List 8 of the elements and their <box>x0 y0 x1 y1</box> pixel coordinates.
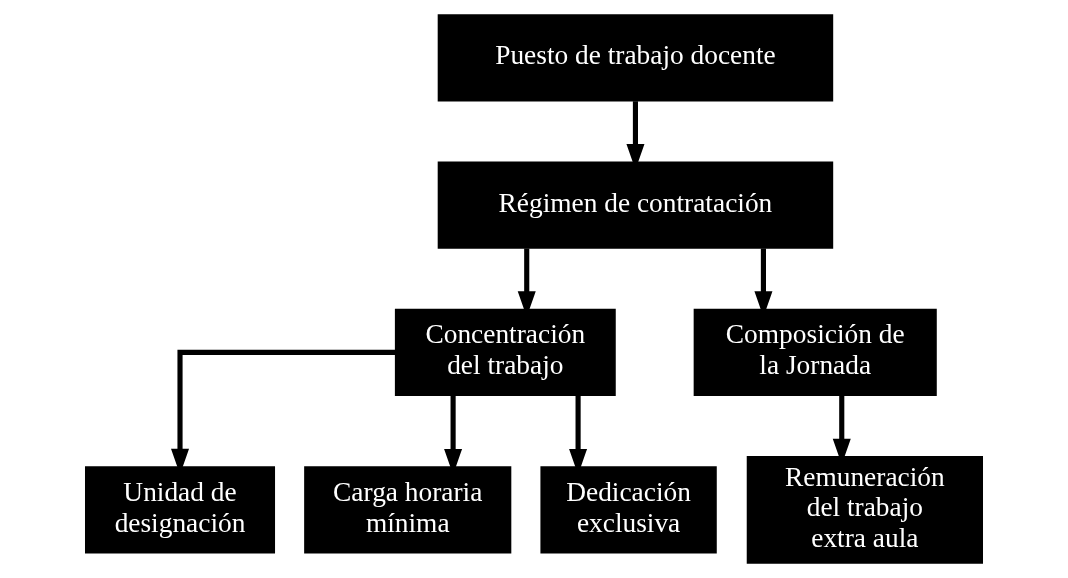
node-box: Concentración del trabajo <box>394 308 616 396</box>
node-box: Puesto de trabajo docente <box>437 14 834 102</box>
node-box: Carga horaria mínima <box>304 466 512 554</box>
node-box: Dedicación exclusiva <box>540 466 717 554</box>
node-box: Unidad de designación <box>85 466 276 554</box>
node-box: Remuneración del trabajo extra aula <box>746 455 983 564</box>
node-box: Composición de la Jornada <box>693 308 937 396</box>
node-box: Régimen de contratación <box>437 161 834 249</box>
